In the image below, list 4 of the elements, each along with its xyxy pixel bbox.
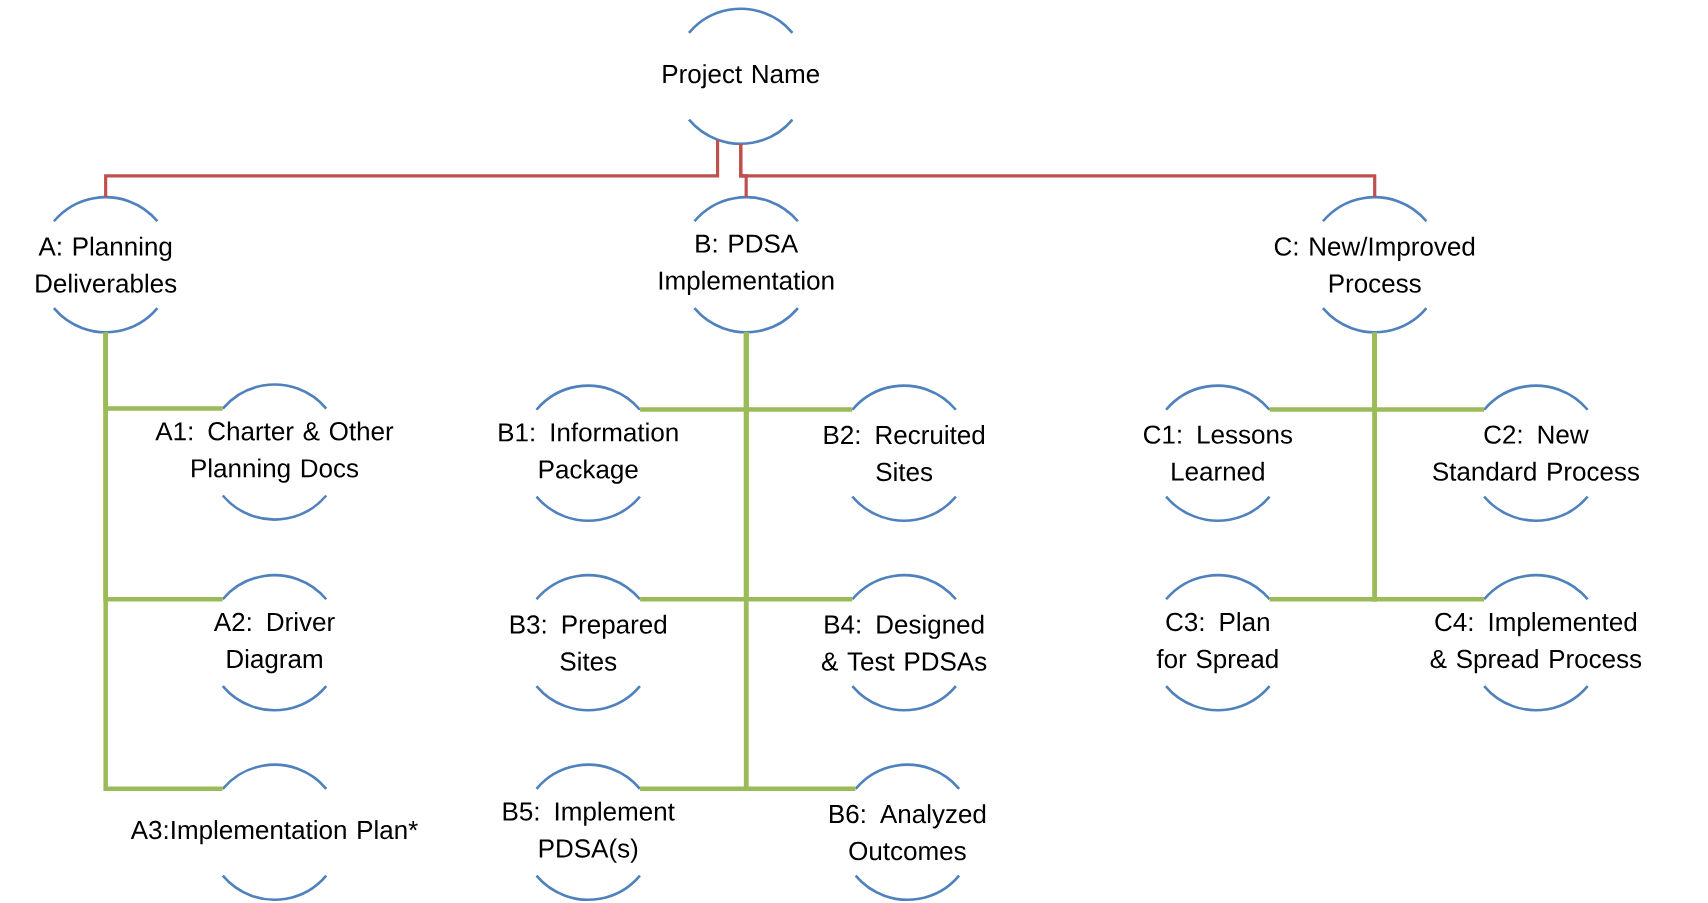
connector-line: [743, 332, 856, 791]
connector-line: [739, 144, 1377, 197]
connector-line: [104, 139, 720, 197]
connector-line: [1372, 332, 1485, 602]
